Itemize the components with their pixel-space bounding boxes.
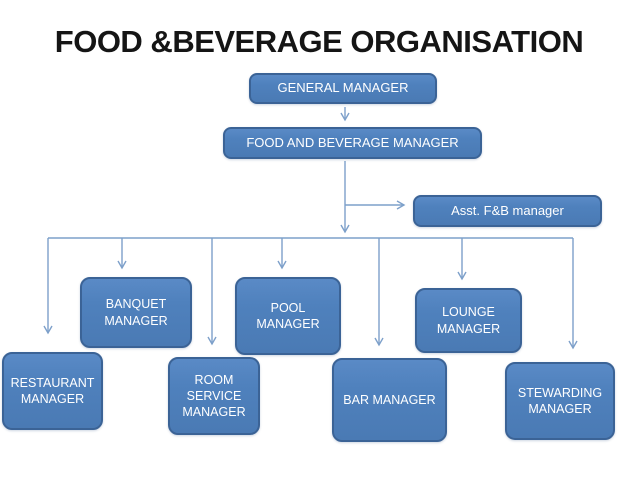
node-restaurant-manager: RESTAURANT MANAGER	[2, 352, 103, 430]
slide-title: FOOD &BEVERAGE ORGANISATION	[54, 24, 584, 59]
node-stewarding-manager: STEWARDING MANAGER	[505, 362, 615, 440]
node-bar-manager: BAR MANAGER	[332, 358, 447, 442]
node-lounge-manager: LOUNGE MANAGER	[415, 288, 522, 353]
node-general-manager: GENERAL MANAGER	[249, 73, 437, 104]
node-food-and-beverage-manager: FOOD AND BEVERAGE MANAGER	[223, 127, 482, 159]
node-banquet-manager: BANQUET MANAGER	[80, 277, 192, 348]
node-room-service-manager: ROOM SERVICE MANAGER	[168, 357, 260, 435]
node-asst-fb-manager: Asst. F&B manager	[413, 195, 602, 227]
node-pool-manager: POOL MANAGER	[235, 277, 341, 355]
